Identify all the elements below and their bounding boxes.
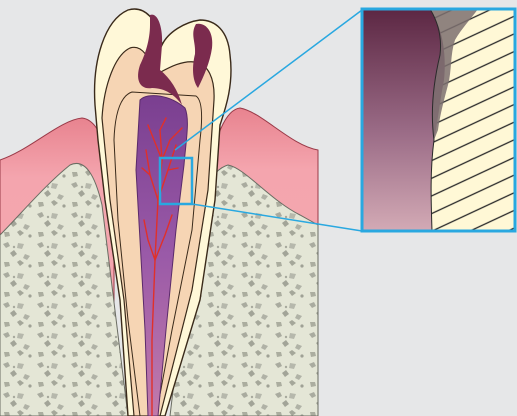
magnified-view <box>362 9 517 231</box>
